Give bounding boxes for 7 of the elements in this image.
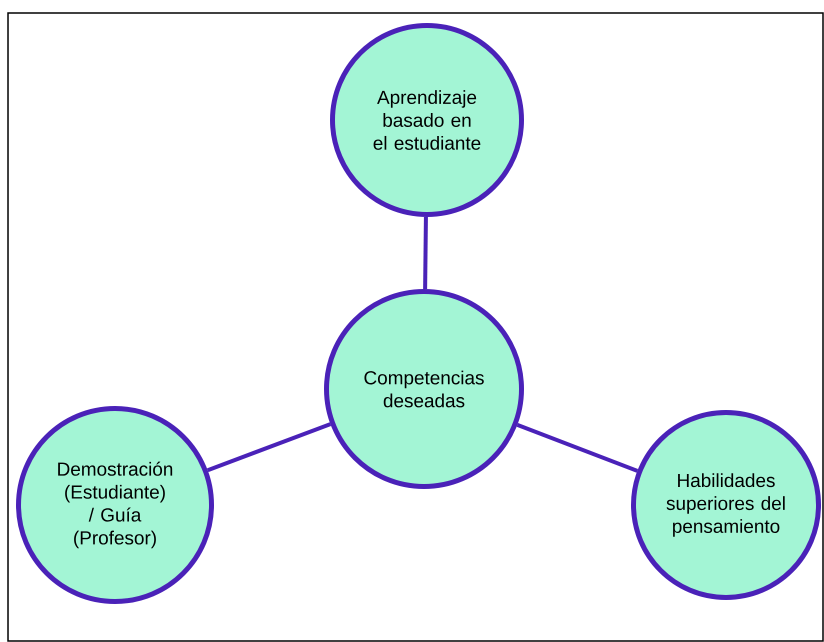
circle-node: Competencias deseadas bbox=[324, 288, 524, 489]
connector-line bbox=[516, 422, 638, 473]
circle-node: Aprendizaje basado en el estudiante bbox=[330, 23, 524, 217]
connector-line bbox=[206, 422, 332, 472]
circle-node: Demostración (Estudiante) / Guía (Profesor) bbox=[16, 406, 214, 604]
circle-node: Habilidades superiores del pensamiento bbox=[631, 410, 821, 600]
connector-line bbox=[423, 216, 428, 290]
